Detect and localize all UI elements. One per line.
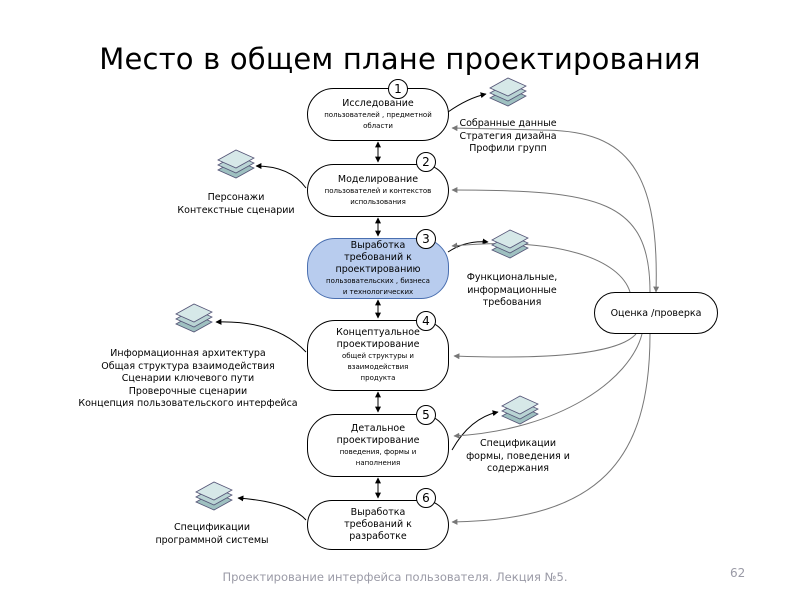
feedback-6: [451, 333, 651, 525]
artifact-label-2: Персонажи Контекстные сценарии: [177, 192, 295, 216]
feedback-1: [451, 125, 660, 293]
stage-subtitle: пользователей , предметной области: [324, 110, 432, 130]
stage-subtitle: общей структуры и взаимодействия продукт…: [342, 352, 414, 382]
artifact-label-3: Функциональные, информационные требовани…: [466, 272, 558, 308]
stage-number: 5: [416, 405, 436, 425]
stage-title: Концептуальное проектирование: [336, 327, 420, 350]
footer-caption: Проектирование интерфейса пользователя. …: [222, 570, 568, 584]
stage-number: 1: [388, 79, 408, 99]
stage-research: Исследование пользователей , предметной …: [307, 88, 449, 141]
stage-modeling: Моделирование пользователей и контекстов…: [307, 164, 449, 217]
stage-title: Детальное проектирование: [336, 422, 420, 446]
artifact-label-5: Спецификации формы, поведения и содержан…: [466, 438, 570, 474]
feedback-5: [453, 333, 643, 439]
artifact-label-1: Собранные данные Стратегия дизайна Профи…: [459, 118, 557, 154]
stage-title: Выработка требований к проектированию: [335, 239, 421, 275]
stage-title: Выработка требований к разработке: [344, 507, 412, 542]
connector-a5: [451, 410, 499, 451]
stage-detailed: Детальное проектирование поведения, форм…: [307, 414, 449, 477]
document-stack-icon: [491, 229, 529, 259]
stage-title: Исследование: [342, 97, 414, 109]
artifact-label-6: Спецификации программной системы: [155, 522, 269, 546]
page-title: Место в общем плане проектирования: [99, 42, 701, 76]
evaluation-box: Оценка /проверка: [594, 292, 718, 334]
stage-number: 4: [416, 311, 436, 331]
stage-dev-requirements: Выработка требований к разработке: [307, 500, 449, 550]
feedback-4: [453, 333, 637, 360]
connector-a2: [255, 163, 307, 189]
stage-conceptual: Концептуальное проектирование общей стру…: [307, 320, 449, 391]
stage-subtitle: поведения, формы и наполнения: [339, 447, 417, 467]
document-stack-icon: [501, 395, 539, 425]
document-stack-icon: [217, 149, 255, 179]
document-stack-icon: [175, 303, 213, 333]
stage-title: Моделирование: [337, 173, 419, 185]
feedback-3: [451, 242, 631, 293]
document-stack-icon: [195, 481, 233, 511]
stage-requirements: Выработка требований к проектированию по…: [307, 238, 449, 299]
page-number: 62: [730, 566, 746, 580]
connector-a6: [237, 495, 307, 521]
artifact-label-4: Информационная архитектура Общая структу…: [78, 348, 298, 409]
stage-number: 2: [416, 152, 436, 172]
connector-a1: [447, 92, 487, 113]
feedback-2: [451, 187, 651, 293]
stage-subtitle: пользовательских , бизнеса и технологиче…: [326, 276, 430, 296]
connector-a4: [215, 318, 307, 353]
document-stack-icon: [489, 77, 527, 107]
connector-a3: [447, 238, 489, 253]
stage-number: 6: [416, 488, 436, 508]
stage-subtitle: пользователей и контекстов использования: [324, 186, 432, 206]
stage-number: 3: [416, 229, 436, 249]
